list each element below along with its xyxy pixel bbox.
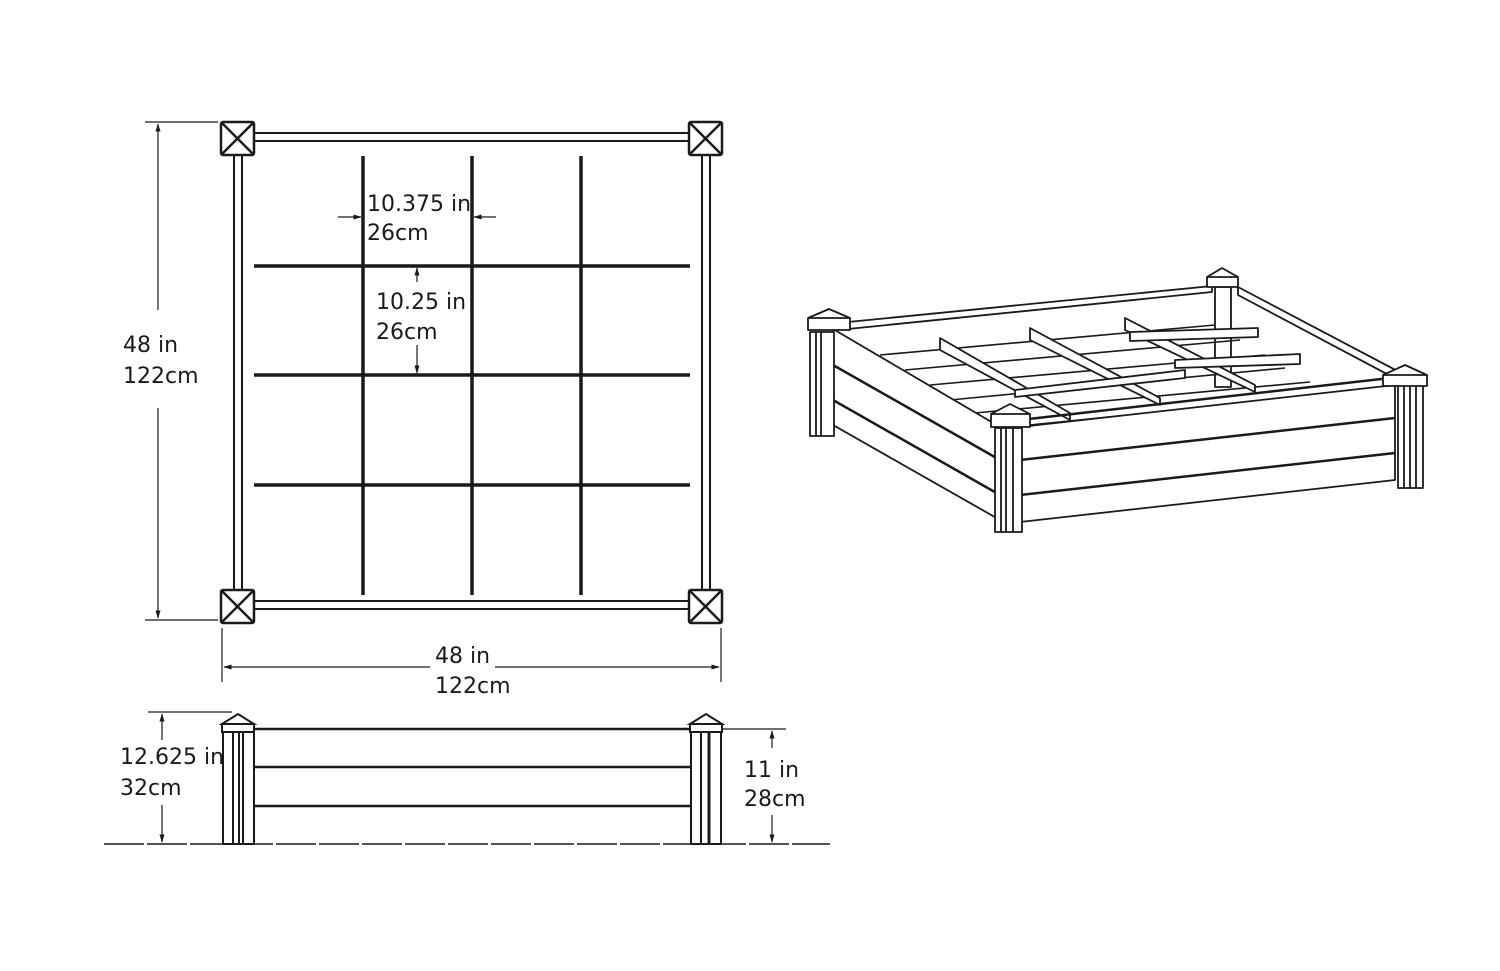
cell-width-label-cm: 26cm — [367, 221, 429, 246]
side-boards — [254, 727, 690, 808]
iso-post-front — [990, 403, 1031, 533]
corner-post-bl — [219, 588, 256, 625]
isometric-view — [807, 267, 1428, 533]
side-post-left — [218, 712, 258, 845]
width-label-in: 48 in — [435, 644, 490, 669]
wall-height-label-in: 11 in — [744, 758, 799, 783]
iso-post-right — [1382, 364, 1428, 489]
cell-height-label-cm: 26cm — [376, 320, 438, 345]
cell-height-label-in: 10.25 in — [376, 290, 466, 315]
top-view — [145, 120, 724, 682]
depth-label-in: 48 in — [123, 333, 178, 358]
wall-height-label-cm: 28cm — [744, 787, 806, 812]
cell-width-label-in: 10.375 in — [367, 192, 471, 217]
wall-height-dimension — [722, 728, 786, 843]
iso-cross-dividers — [939, 317, 1301, 421]
iso-post-left — [807, 308, 851, 437]
post-height-label-in: 12.625 in — [120, 745, 224, 770]
side-post-right — [686, 712, 726, 845]
post-height-dimension — [148, 711, 232, 843]
side-view — [104, 711, 830, 845]
corner-post-tl — [219, 120, 256, 157]
corner-post-tr — [687, 120, 724, 157]
post-height-label-cm: 32cm — [120, 776, 182, 801]
top-view-frame — [233, 132, 711, 610]
width-label-cm: 122cm — [435, 674, 511, 699]
corner-post-br — [687, 588, 724, 625]
grid-dividers — [254, 156, 690, 595]
iso-front-wall — [1019, 376, 1396, 523]
depth-label-cm: 122cm — [123, 364, 199, 389]
overall-width-dimension — [221, 628, 722, 682]
overall-depth-dimension — [145, 121, 218, 621]
